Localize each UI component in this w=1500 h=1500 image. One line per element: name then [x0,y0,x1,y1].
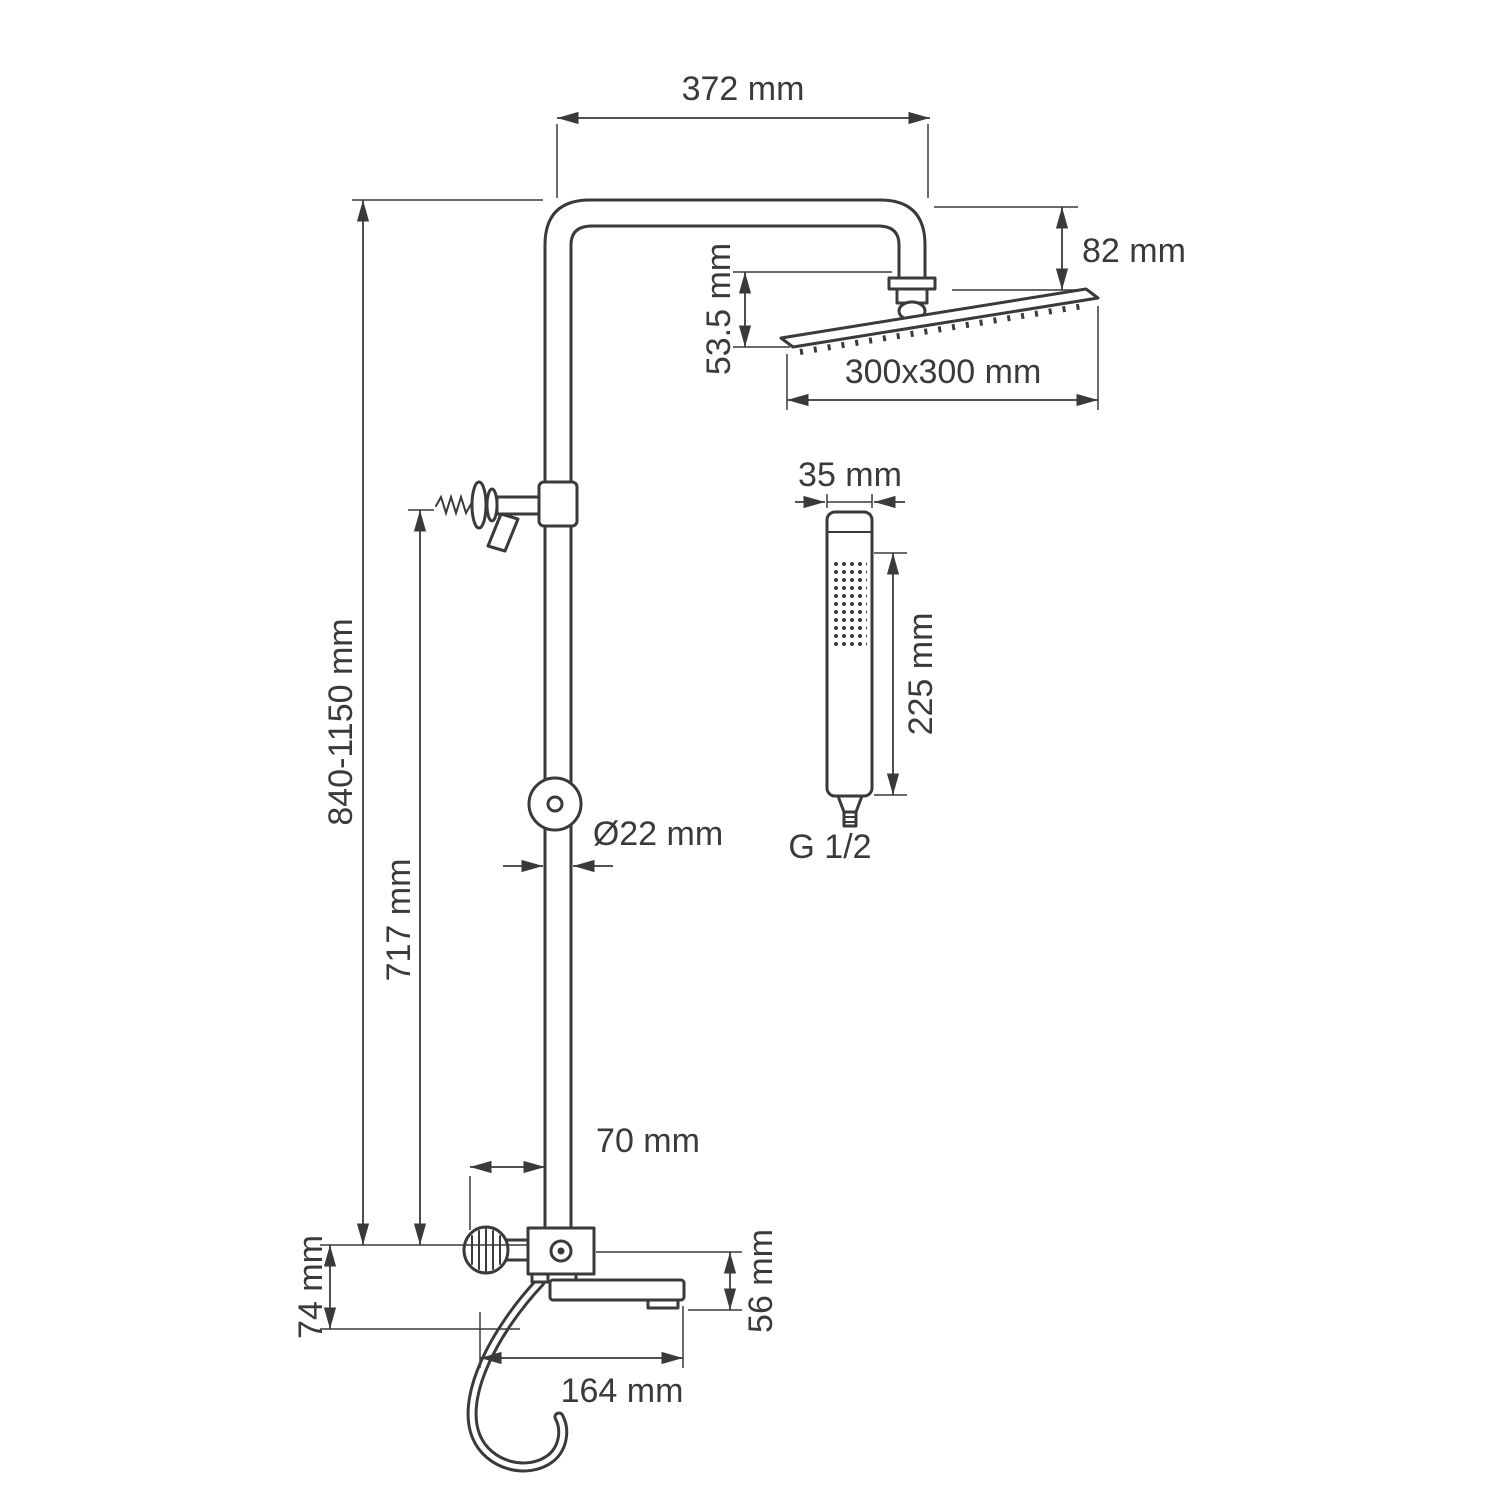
dim-head-tilt-label: 53.5 mm [700,243,738,375]
wall-bracket [435,480,579,553]
dim-bracket-height: 717 mm [380,509,434,1245]
dim-head-size: 300x300 mm [786,306,1099,410]
dim-body-height-label: 74 mm [292,1235,330,1339]
dim-pipe-diameter: Ø22 mm [503,815,723,873]
dim-column-height-label: 840-1150 mm [322,618,360,825]
dim-thread-label: G 1/2 [788,828,871,866]
dim-handshower-length-label: 225 mm [902,613,940,736]
dim-column-height: 840-1150 mm [320,199,543,1246]
dim-head-size-label: 300x300 mm [845,353,1042,391]
dim-spout-reach: 164 mm [479,1306,684,1410]
dim-body-offset-label: 70 mm [596,1122,700,1160]
dim-spout-reach-label: 164 mm [561,1372,684,1410]
rain-shower-head [779,287,1100,355]
dim-body-height: 74 mm [292,1235,520,1339]
aerator [646,1298,680,1310]
hand-shower-taper [836,794,864,814]
dim-spout-height: 56 mm [596,1229,780,1333]
shower-arm [543,198,927,280]
bracket-hook [486,512,520,553]
hand-shower [825,510,874,828]
riser-pipe [543,243,573,1230]
dim-handshower-length: 225 mm [874,552,940,796]
pipe-clamp [537,480,579,528]
shower-column [435,198,1100,1473]
dim-handshower-width-label: 35 mm [798,456,902,494]
dim-handshower-width: 35 mm [795,456,905,509]
dim-head-drop-label: 82 mm [1082,232,1186,270]
mixer-assembly [462,1225,686,1310]
dim-arm-width-label: 372 mm [682,70,805,108]
dim-bracket-height-label: 717 mm [380,859,418,982]
dim-head-tilt-height: 53.5 mm [700,243,892,375]
shower-hose [466,1276,569,1473]
hand-shower-nipple [842,810,858,828]
diverter-knob [527,776,583,832]
dim-thread: G 1/2 [788,828,871,866]
dim-arm-width: 372 mm [556,70,930,198]
dim-body-offset: 70 mm [469,1122,700,1230]
hand-shower-body [825,510,874,798]
mixer-handle [462,1225,510,1275]
dim-head-drop: 82 mm [934,206,1186,291]
dim-spout-height-label: 56 mm [742,1229,780,1333]
spray-face [833,560,867,650]
dim-pipe-diameter-label: Ø22 mm [593,815,723,853]
dimensions: 372 mm 82 mm 53.5 mm 300x300 mm 35 [292,70,1186,1410]
screw-thread [435,493,472,517]
spout [548,1278,686,1302]
